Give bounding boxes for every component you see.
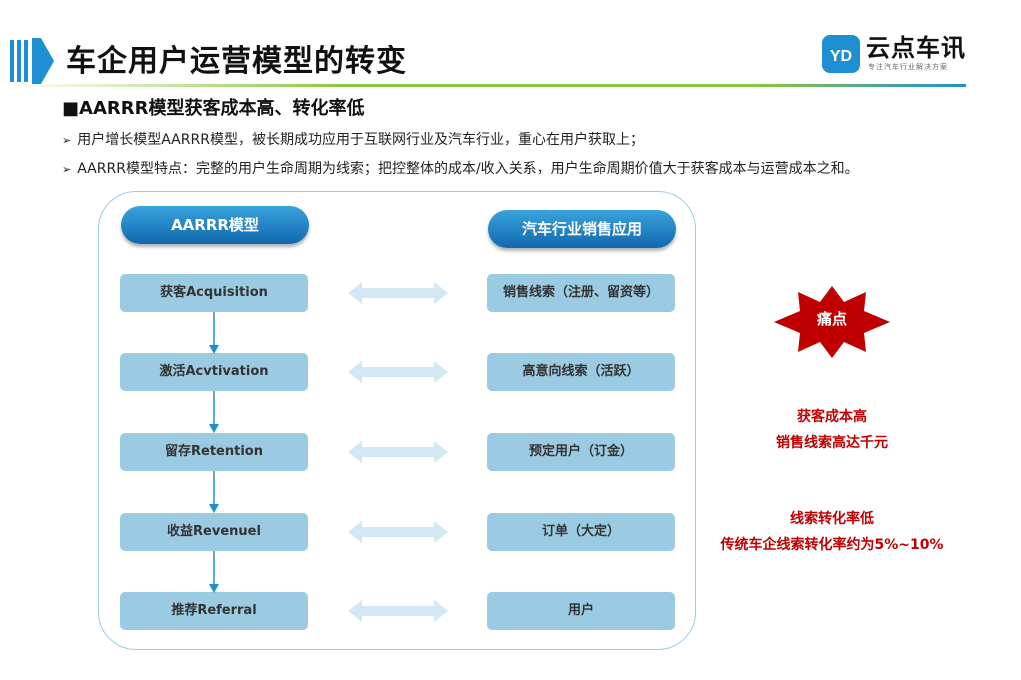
down-arrow-icon — [209, 391, 219, 433]
sales-step-high-intent: 高意向线索（活跃） — [487, 353, 675, 391]
down-arrow-icon — [209, 471, 219, 513]
aarrr-model-title: AARRR模型 — [121, 206, 309, 244]
sales-step-user: 用户 — [487, 592, 675, 630]
starburst-icon — [774, 286, 890, 358]
pain-point-label: 痛点 — [816, 310, 847, 328]
aarrr-step-retention: 留存Retention — [120, 433, 308, 471]
header-divider — [10, 84, 966, 87]
aarrr-step-activation: 激活Acvtivation — [120, 353, 308, 391]
bullet-item: ➢AARRR模型特点：完整的用户生命周期为线索；把控整体的成本/收入关系，用户生… — [62, 161, 859, 177]
double-arrow-icon — [348, 361, 448, 383]
aarrr-step-revenue: 收益Revenuel — [120, 513, 308, 551]
double-arrow-icon — [348, 521, 448, 543]
pain-point-text: 销售线索高达千元 — [776, 435, 888, 451]
logo-name: 云点车讯 — [866, 34, 966, 62]
svg-text:YD: YD — [830, 48, 852, 65]
logo-icon: YD — [822, 35, 860, 73]
logo-tagline: 专注汽车行业解决方案 — [868, 63, 948, 71]
header-accent-icon — [10, 38, 54, 84]
sales-step-order: 订单（大定） — [487, 513, 675, 551]
pain-point-text: 传统车企线索转化率约为5%~10% — [720, 537, 944, 553]
double-arrow-icon — [348, 600, 448, 622]
double-arrow-icon — [348, 441, 448, 463]
page-title: 车企用户运营模型的转变 — [66, 44, 407, 79]
double-arrow-icon — [348, 282, 448, 304]
diagram-panel — [98, 191, 696, 650]
aarrr-step-acquisition: 获客Acquisition — [120, 274, 308, 312]
bullet-arrow-icon: ➢ — [62, 163, 72, 176]
pain-point-text: 线索转化率低 — [790, 511, 874, 527]
bullet-item: ➢用户增长模型AARRR模型，被长期成功应用于互联网行业及汽车行业，重心在用户获… — [62, 132, 644, 148]
pain-point-text: 获客成本高 — [797, 409, 867, 425]
aarrr-step-referral: 推荐Referral — [120, 592, 308, 630]
down-arrow-icon — [209, 312, 219, 354]
sales-step-leads: 销售线索（注册、留资等） — [487, 274, 675, 312]
auto-sales-title: 汽车行业销售应用 — [488, 210, 676, 248]
down-arrow-icon — [209, 551, 219, 593]
section-heading: ■AARRR模型获客成本高、转化率低 — [62, 98, 365, 119]
sales-step-reserved: 预定用户（订金） — [487, 433, 675, 471]
bullet-arrow-icon: ➢ — [62, 134, 72, 147]
